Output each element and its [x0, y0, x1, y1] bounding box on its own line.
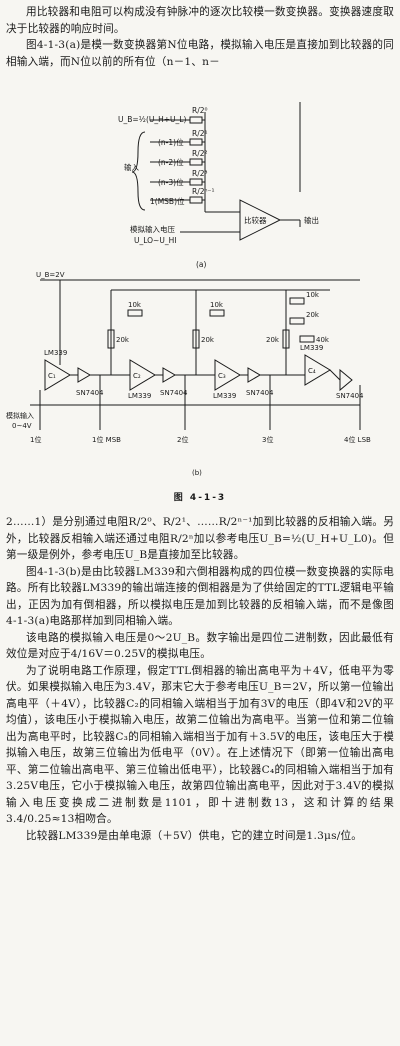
res-label-3: R/2³: [192, 169, 208, 178]
analog-input-b: 模拟输入: [6, 411, 34, 420]
chip-1: LM339: [44, 349, 67, 357]
chip-2: LM339: [128, 392, 151, 400]
figure-a-sub: (a): [196, 260, 207, 269]
res-20k-3: 20k: [266, 336, 280, 344]
paragraph-3: 2……1）是分别通过电阻R/2⁰、R/2¹、……R/2ⁿ⁻¹加到比较器的反相输入…: [6, 516, 394, 561]
comparator-label: 比较器: [244, 215, 267, 225]
bit-b-msb: 1位 MSB: [92, 435, 121, 444]
res-label-n: R/2ⁿ⁻¹: [192, 187, 214, 196]
analog-input-label: 模拟输入电压: [130, 224, 175, 234]
input-label: 输入: [124, 162, 139, 172]
bit-b-3: 3位: [262, 435, 273, 444]
res-label-2: R/2²: [192, 149, 208, 158]
ub-label: U_B=½(U_H+U_L): [118, 115, 186, 124]
paragraph-2: 图4-1-3(a)是模一数变换器第N位电路，模拟输入电压是直接加到比较器的同相输…: [6, 39, 394, 68]
figure-a: U_B=½(U_H+U_L) (n-1)位 (n-2)位 (n-3)位 1(MS…: [0, 92, 400, 277]
res-10k-1: 10k: [128, 301, 142, 309]
figure-b: U_B=2V C₁ C₂ C₃ C₄ LM339 LM339 LM339 LM3…: [0, 270, 400, 485]
res-10k-3: 10k: [306, 291, 320, 299]
res-20k-4: 20k: [306, 311, 320, 319]
intro-text: 用比较器和电阻可以构成没有钟脉冲的逐次比较模一数变换器。变换器速度取决于比较器的…: [6, 4, 394, 70]
paragraph-6: 为了说明电路工作原理，假定TTL倒相器的输出高电平为＋4V，低电平为零伏。如果模…: [6, 664, 394, 826]
comparator-c3: C₃: [218, 372, 226, 380]
comparator-c2: C₂: [133, 372, 141, 380]
range-label: U_LO~U_HI: [134, 236, 176, 245]
chip-4: LM339: [300, 344, 323, 352]
bit-b-2: 2位: [177, 435, 188, 444]
bit-label-msb: 1(MSB)位: [150, 196, 185, 206]
comparator-c1: C₁: [48, 372, 56, 380]
chip-3: LM339: [213, 392, 236, 400]
inverter-2: SN7404: [160, 389, 188, 397]
res-20k-2: 20k: [201, 336, 215, 344]
body-text: 2……1）是分别通过电阻R/2⁰、R/2¹、……R/2ⁿ⁻¹加到比较器的反相输入…: [6, 514, 394, 844]
paragraph-5: 该电路的模拟输入电压是0～2U_B。数字输出是四位二进制数，因此最低有效位是对应…: [6, 631, 394, 661]
paragraph-4: 图4-1-3(b)是由比较器LM339和六倒相器构成的四位模一数变换器的实际电路…: [6, 565, 394, 628]
bit-label-n3: (n-3)位: [158, 177, 184, 187]
inverter-4: SN7404: [336, 392, 364, 400]
figure-b-circuit: U_B=2V C₁ C₂ C₃ C₄ LM339 LM339 LM339 LM3…: [6, 271, 371, 477]
res-label-0: R/2⁰: [192, 106, 208, 115]
res-40k: 40k: [316, 336, 330, 344]
range-b: 0~4V: [12, 422, 32, 430]
bit-label-n2: (n-2)位: [158, 157, 184, 167]
figure-a-circuit: U_B=½(U_H+U_L) (n-1)位 (n-2)位 (n-3)位 1(MS…: [118, 102, 319, 269]
res-10k-2: 10k: [210, 301, 224, 309]
paragraph-1: 用比较器和电阻可以构成没有钟脉冲的逐次比较模一数变换器。变换器速度取决于比较器的…: [6, 6, 394, 35]
output-label: 输出: [304, 215, 319, 225]
figure-b-sub: (b): [192, 469, 202, 477]
res-20k-1: 20k: [116, 336, 130, 344]
comparator-c4: C₄: [308, 367, 316, 375]
figure-caption: 图 4-1-3: [173, 493, 227, 503]
res-label-1: R/2¹: [192, 129, 208, 138]
bit-b-lsb: 4位 LSB: [344, 435, 371, 444]
bit-label-n1: (n-1)位: [158, 137, 184, 147]
bit-b-1: 1位: [30, 435, 41, 444]
inverter-1: SN7404: [76, 389, 104, 397]
paragraph-7: 比较器LM339是由单电源（＋5V）供电，它的建立时间是1.3μs/位。: [26, 829, 363, 842]
ub-label-b: U_B=2V: [36, 271, 65, 279]
inverter-3: SN7404: [246, 389, 274, 397]
